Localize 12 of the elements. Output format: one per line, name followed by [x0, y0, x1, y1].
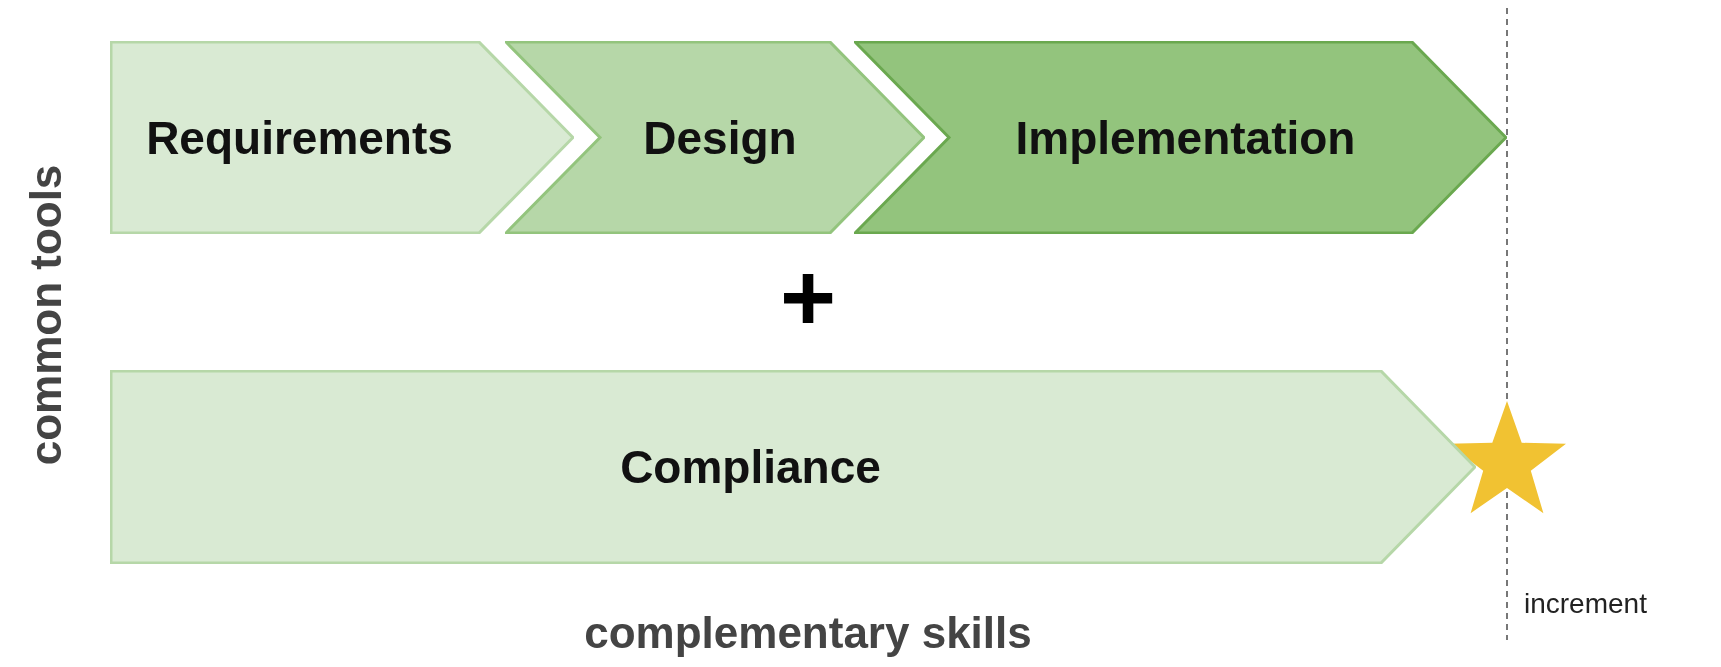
axis-label: common tools — [21, 164, 71, 466]
chevron-shape — [505, 41, 925, 234]
chevron-shape — [854, 41, 1507, 234]
chevron-shape — [110, 370, 1476, 564]
chevron-shape — [110, 41, 574, 234]
stage-label: Implementation — [1014, 110, 1357, 165]
increment-label: increment — [1524, 588, 1647, 620]
stage-label: Compliance — [619, 440, 882, 494]
stage-label: Requirements — [145, 110, 454, 165]
stage-label: Design — [642, 110, 798, 165]
plus-sign: + — [779, 243, 837, 353]
axis-label: complementary skills — [584, 608, 1032, 658]
